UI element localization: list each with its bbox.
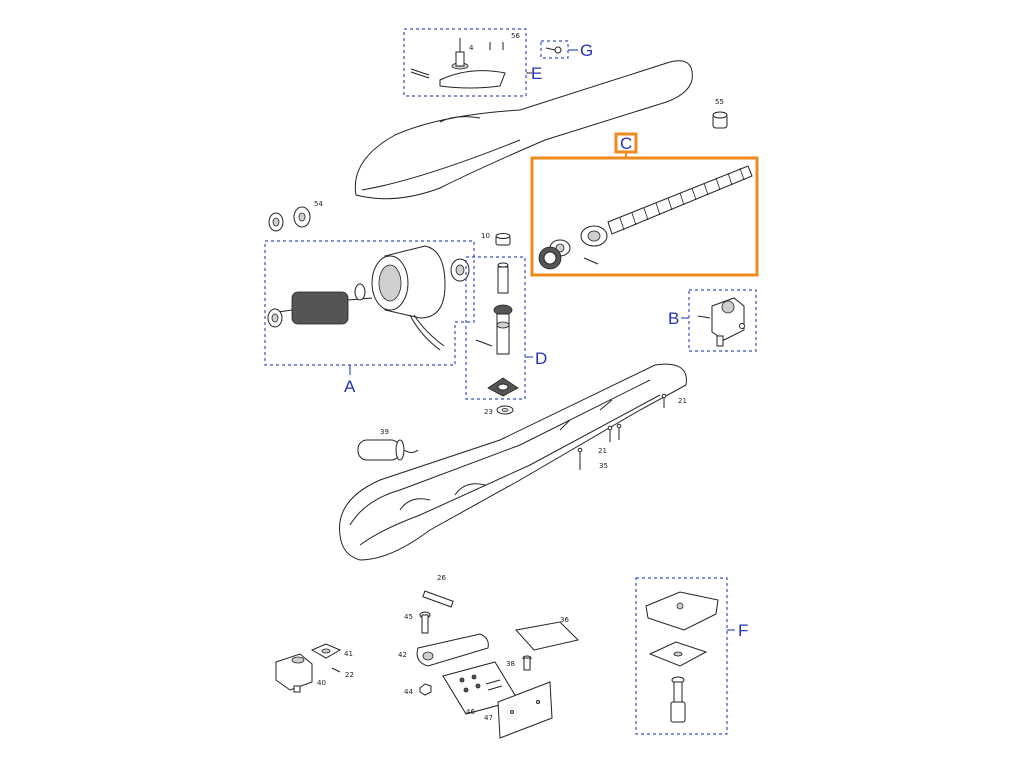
part-b-bracket[interactable] — [697, 297, 745, 347]
part-26-pin[interactable] — [422, 590, 454, 608]
group-d-box — [465, 256, 526, 400]
part-main-housing[interactable] — [339, 363, 687, 561]
callout-f: F — [738, 621, 748, 640]
part-21-screws-center[interactable] — [607, 423, 622, 442]
part-55-bushing[interactable] — [712, 111, 728, 129]
group-a-box — [264, 240, 475, 366]
part-41-cap[interactable] — [310, 643, 342, 659]
part-d-gear-shaft[interactable] — [475, 262, 519, 397]
part-39-capacitor[interactable] — [357, 439, 419, 461]
callout-d: D — [535, 349, 547, 368]
part-number-35: 35 — [599, 462, 608, 470]
part-number-56: 56 — [511, 32, 520, 40]
part-number-36: 36 — [560, 616, 569, 624]
part-number-41: 41 — [344, 650, 353, 658]
part-number-21-right: 21 — [678, 397, 687, 405]
part-23-washer[interactable] — [496, 405, 514, 415]
part-number-23: 23 — [484, 408, 493, 416]
part-number-54: 54 — [314, 200, 323, 208]
part-number-39: 39 — [380, 428, 389, 436]
callout-c: C — [620, 134, 632, 153]
part-f-bracket-assembly[interactable] — [645, 591, 719, 723]
part-number-21-center: 21 — [598, 447, 607, 455]
group-b-box — [688, 289, 757, 352]
part-45-bolt[interactable] — [419, 611, 431, 634]
part-number-26: 26 — [437, 574, 446, 582]
part-number-45: 45 — [404, 613, 413, 621]
part-number-46: 46 — [466, 708, 475, 716]
part-e-assembly[interactable] — [410, 38, 506, 89]
part-number-42: 42 — [398, 651, 407, 659]
part-number-4: 4 — [469, 44, 474, 52]
group-f-box — [635, 577, 728, 735]
part-10-bushing[interactable] — [495, 233, 511, 246]
part-number-10: 10 — [481, 232, 490, 240]
part-top-cover[interactable] — [354, 60, 693, 200]
part-number-55: 55 — [715, 98, 724, 106]
part-35-screw[interactable] — [577, 447, 583, 470]
part-42-arm[interactable] — [416, 633, 489, 667]
callout-e: E — [531, 64, 542, 83]
part-number-38: 38 — [506, 660, 515, 668]
part-number-22: 22 — [345, 671, 354, 679]
part-g-pin[interactable] — [545, 46, 562, 54]
part-44-nut[interactable] — [419, 683, 432, 696]
part-36-plate[interactable] — [515, 621, 579, 651]
part-c-worm-screw[interactable] — [538, 165, 753, 270]
part-47-plate[interactable] — [497, 681, 553, 739]
callout-a: A — [344, 377, 356, 396]
part-21-screw-right[interactable] — [661, 393, 667, 408]
part-number-47: 47 — [484, 714, 493, 722]
part-38-bolt[interactable] — [522, 655, 532, 671]
callout-g: G — [580, 41, 593, 60]
group-e-box — [403, 28, 527, 97]
group-g-box — [540, 40, 569, 59]
part-40-lock-assembly[interactable] — [275, 653, 313, 693]
part-number-40: 40 — [317, 679, 326, 687]
part-54-bearings[interactable] — [268, 206, 311, 232]
group-c-box — [530, 156, 759, 277]
part-number-44: 44 — [404, 688, 413, 696]
part-22-screw[interactable] — [331, 667, 341, 673]
callout-b: B — [668, 309, 679, 328]
part-a-motor[interactable] — [267, 245, 470, 351]
